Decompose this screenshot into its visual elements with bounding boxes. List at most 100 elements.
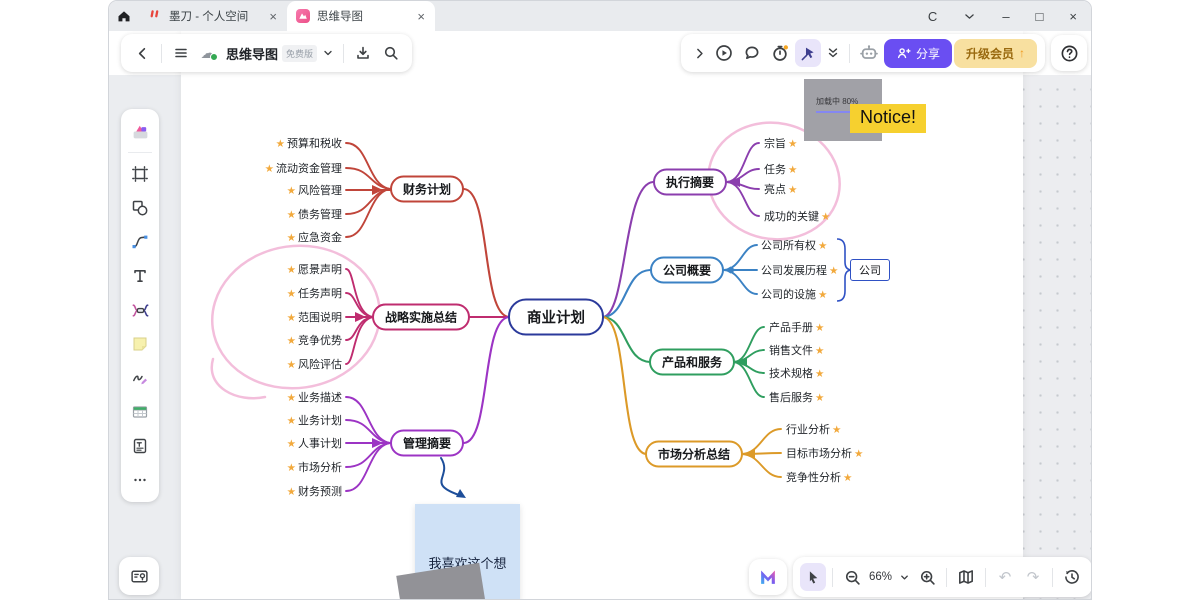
leaf-node[interactable]: ★应急资金	[286, 232, 342, 244]
leaf-node[interactable]: ★风险评估	[286, 359, 342, 371]
leaf-node[interactable]: ★人事计划	[286, 438, 342, 450]
laser-pointer-button[interactable]	[795, 39, 821, 67]
tool-table[interactable]	[125, 396, 155, 428]
leaf-node[interactable]: ★市场分析	[286, 462, 342, 474]
tool-shapes[interactable]	[125, 192, 155, 224]
home-icon	[118, 11, 130, 22]
tool-connector[interactable]	[125, 226, 155, 258]
tab-personal-space[interactable]: 墨刀 - 个人空间 ×	[139, 1, 287, 31]
tool-more[interactable]	[125, 464, 155, 496]
leaf-node[interactable]: 公司的设施★	[761, 289, 828, 301]
leaf-node[interactable]: 行业分析★	[786, 424, 842, 436]
branch-node[interactable]: 战略实施总结	[371, 303, 471, 331]
share-button[interactable]: 分享	[884, 38, 953, 68]
close-tab-icon[interactable]: ×	[417, 8, 425, 24]
menu-button[interactable]	[168, 39, 194, 67]
tool-templates[interactable]	[125, 115, 155, 147]
timer-button[interactable]	[767, 39, 793, 67]
star-icon: ★	[815, 322, 825, 334]
collapse-toolbar-button[interactable]	[823, 39, 843, 67]
branch-node[interactable]: 执行摘要	[652, 168, 728, 196]
map-icon	[959, 570, 974, 584]
tool-document[interactable]	[125, 430, 155, 462]
leaf-node[interactable]: ★愿景声明	[286, 264, 342, 276]
branch-node[interactable]: 财务计划	[389, 175, 465, 203]
reload-button[interactable]: C	[927, 8, 938, 24]
tool-mindmap[interactable]	[125, 294, 155, 326]
tab-mindmap[interactable]: 思维导图 ×	[287, 1, 435, 31]
document-icon	[133, 438, 147, 454]
leaf-node[interactable]: ★预算和税收	[275, 138, 342, 150]
history-button[interactable]	[1059, 563, 1085, 591]
leaf-node[interactable]: 任务★	[764, 164, 798, 176]
leaf-node[interactable]: 公司发展历程★	[761, 265, 839, 277]
loading-progress-bar	[816, 111, 870, 113]
present-button[interactable]	[711, 39, 737, 67]
redo-icon: ↷	[1026, 568, 1040, 586]
back-button[interactable]	[129, 39, 155, 67]
maximize-button[interactable]: □	[1035, 8, 1044, 24]
leaf-node[interactable]: 公司所有权★	[761, 240, 828, 252]
leaf-node[interactable]: 宗旨★	[764, 138, 798, 150]
expand-toolbar-button[interactable]	[689, 39, 709, 67]
comment-button[interactable]	[739, 39, 765, 67]
upgrade-membership-button[interactable]: 升级会员 ↑	[954, 38, 1038, 68]
ai-assistant-button[interactable]	[856, 39, 882, 67]
free-plan-badge: 免费版	[282, 44, 318, 62]
leaf-node[interactable]: ★业务描述	[286, 392, 342, 404]
help-button[interactable]	[1051, 35, 1087, 71]
zoom-level[interactable]: 66%	[869, 571, 893, 583]
tool-pen[interactable]	[125, 362, 155, 394]
minimize-button[interactable]: –	[1002, 8, 1010, 24]
laser-pointer-icon	[801, 47, 814, 61]
search-button[interactable]	[378, 39, 404, 67]
close-tab-icon[interactable]: ×	[269, 8, 277, 24]
zoom-dropdown-button[interactable]	[896, 563, 912, 591]
leaf-node[interactable]: 亮点★	[764, 184, 798, 196]
leaf-node[interactable]: ★风险管理	[286, 185, 342, 197]
leaf-node[interactable]: 竞争性分析★	[786, 472, 853, 484]
leaf-node[interactable]: 目标市场分析★	[786, 448, 864, 460]
redo-button[interactable]: ↷	[1020, 563, 1046, 591]
frames-navigator-button[interactable]	[119, 557, 159, 595]
branch-node[interactable]: 市场分析总结	[644, 440, 744, 468]
zoom-in-button[interactable]	[914, 563, 940, 591]
branch-node[interactable]: 管理摘要	[389, 429, 465, 457]
star-icon: ★	[832, 424, 842, 436]
company-tag-node[interactable]: 公司	[850, 259, 890, 281]
branch-node[interactable]: 产品和服务	[648, 348, 736, 376]
sync-status[interactable]: ☁	[196, 40, 220, 66]
leaf-node[interactable]: ★业务计划	[286, 415, 342, 427]
window-menu-button[interactable]	[963, 10, 976, 23]
leaf-node[interactable]: ★债务管理	[286, 209, 342, 221]
branch-node[interactable]: 公司概要	[649, 256, 725, 284]
undo-button[interactable]: ↶	[992, 563, 1018, 591]
leaf-node[interactable]: 售后服务★	[769, 392, 825, 404]
close-window-button[interactable]: ×	[1069, 8, 1077, 24]
download-button[interactable]	[350, 39, 376, 67]
mindmap-canvas[interactable]: 商业计划 财务计划 战略实施总结 管理摘要 执行摘要 公司概要 产品和服务 市场…	[109, 31, 1091, 599]
leaf-node[interactable]: 技术规格★	[769, 368, 825, 380]
leaf-node[interactable]: ★竞争优势	[286, 335, 342, 347]
document-title[interactable]: 思维导图	[226, 46, 279, 62]
select-tool-button[interactable]	[800, 563, 826, 591]
question-icon	[1061, 45, 1077, 61]
leaf-node[interactable]: ★任务声明	[286, 288, 342, 300]
title-dropdown-button[interactable]	[319, 39, 337, 67]
notice-label[interactable]: Notice!	[850, 104, 927, 133]
tool-sticky-note[interactable]	[125, 328, 155, 360]
leaf-node[interactable]: 产品手册★	[769, 322, 825, 334]
root-node[interactable]: 商业计划	[508, 298, 604, 336]
tool-frame[interactable]	[125, 158, 155, 190]
tool-text[interactable]	[125, 260, 155, 292]
leaf-node[interactable]: ★流动资金管理	[264, 163, 342, 175]
leaf-node[interactable]: 成功的关键★	[764, 211, 831, 223]
zoom-out-button[interactable]	[839, 563, 865, 591]
leaf-node[interactable]: 销售文件★	[769, 345, 825, 357]
star-icon: ★	[286, 415, 296, 427]
app-logo-button[interactable]	[749, 559, 787, 595]
leaf-node[interactable]: ★财务预测	[286, 486, 342, 498]
leaf-node[interactable]: ★范围说明	[286, 312, 342, 324]
minimap-button[interactable]	[953, 563, 979, 591]
home-button[interactable]	[109, 1, 139, 31]
